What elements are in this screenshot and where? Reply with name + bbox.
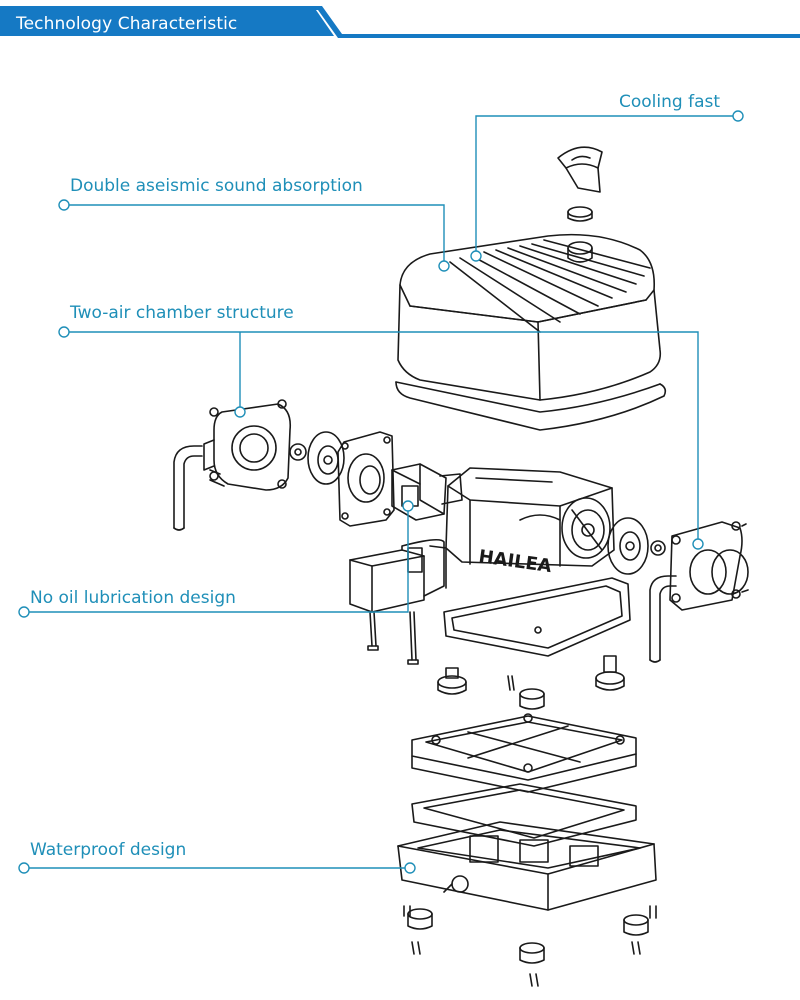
- section-title: Technology Characteristic: [16, 14, 238, 34]
- cap-disc: [567, 206, 593, 222]
- bottom-feet: [403, 905, 657, 987]
- right-air-tube: [649, 575, 677, 663]
- left-valve-plate: [289, 443, 307, 461]
- callout-leaders: [18, 110, 744, 874]
- brand-label: HAILEA: [477, 546, 553, 577]
- base-frame: [411, 713, 637, 793]
- long-screws: [367, 611, 419, 665]
- transformer: [349, 538, 447, 613]
- callout-no-oil: No oil lubrication design: [30, 588, 236, 608]
- callout-double-aseismic: Double aseismic sound absorption: [70, 176, 363, 196]
- motor-body: [445, 467, 615, 567]
- header-banner-shape: [0, 6, 800, 38]
- top-nozzle-cap: [557, 146, 603, 193]
- callout-waterproof: Waterproof design: [30, 840, 187, 860]
- callout-cooling-fast: Cooling fast: [619, 92, 721, 112]
- base-gasket: [443, 577, 631, 657]
- cover-housing: [395, 233, 667, 431]
- right-valve-plate: [650, 540, 666, 556]
- bottom-base: [397, 821, 657, 911]
- right-chamber-head: [669, 521, 749, 611]
- lower-gasket: [411, 783, 637, 847]
- magnet-assembly: [391, 463, 463, 521]
- section-header: Technology Characteristic: [0, 0, 800, 42]
- left-chamber-head: [203, 399, 292, 491]
- left-chamber-plate: [337, 431, 395, 527]
- middle-rubber-mounts: [437, 655, 625, 710]
- left-air-tube: [173, 445, 203, 531]
- callout-two-air-chamber: Two-air chamber structure: [70, 303, 294, 323]
- right-diaphragm: [607, 517, 649, 575]
